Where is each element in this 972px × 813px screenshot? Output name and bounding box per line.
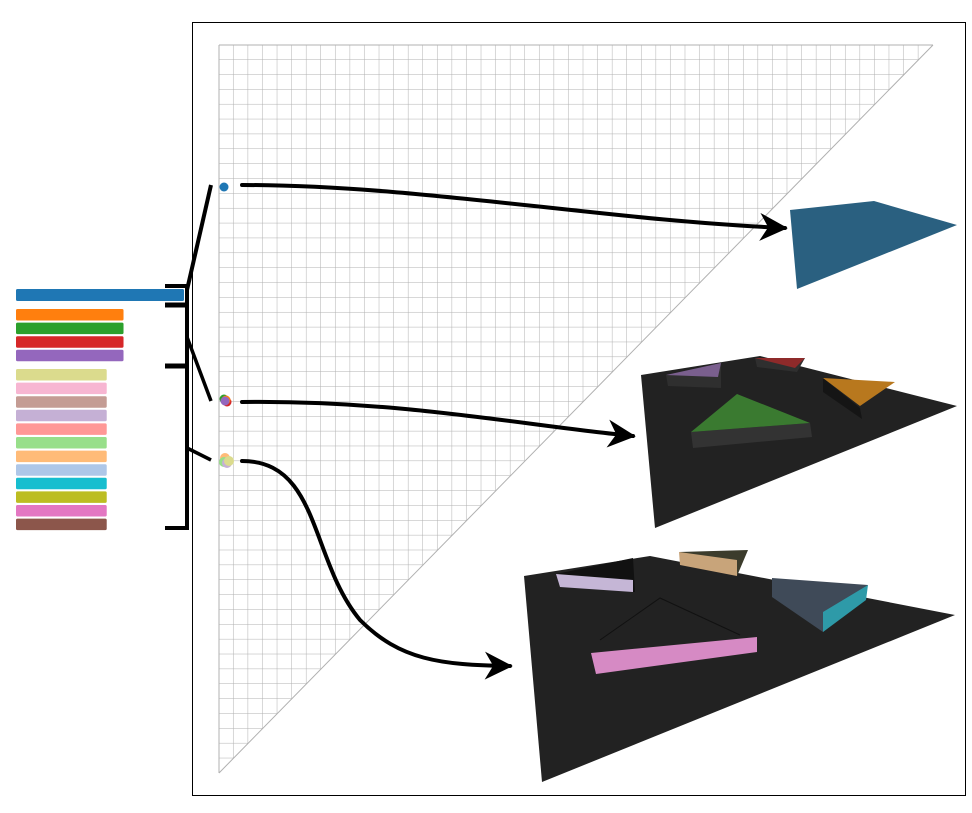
red-prism [755,358,805,372]
cluster-bar [16,289,184,301]
cluster-bar [16,382,107,395]
arrow-to-scene-1 [240,183,788,241]
teal-prism [772,578,868,632]
scene-1 [790,201,957,289]
blue-shape [790,201,957,289]
cluster-bar [16,396,107,408]
cluster-bar [16,491,107,503]
purple-prism [666,363,721,388]
arrows [240,183,788,680]
arrow-to-scene-2 [240,399,636,448]
green-prism [691,394,812,448]
floor [524,556,955,782]
cluster-bar [16,518,107,531]
arrow-to-scene-3 [240,459,513,680]
scene-3 [524,550,955,782]
cluster-bar [16,336,124,348]
cluster-bar [16,505,107,517]
cluster-bar [16,450,107,463]
cluster-bar [16,369,107,381]
orange-prism [823,378,895,419]
point-cluster-2 [219,394,232,407]
cluster-points [219,182,234,468]
dendrogram [165,184,213,530]
tan-prism [679,550,748,576]
floor [641,356,957,528]
cluster-bar [16,477,107,490]
cluster-bars [16,289,184,531]
cluster-bar [16,322,124,335]
point-cluster-1 [219,182,229,192]
frame [192,22,966,796]
cluster-bar [16,349,124,362]
cluster-bar [16,437,107,449]
cluster-bar [16,464,107,476]
cluster-bar [16,309,124,321]
point-cluster-3 [219,453,234,468]
cluster-bar [16,423,107,435]
lavender-prism [556,558,635,592]
pink-bar [591,637,757,674]
cluster-bar [16,409,107,422]
scene-2 [641,356,957,528]
